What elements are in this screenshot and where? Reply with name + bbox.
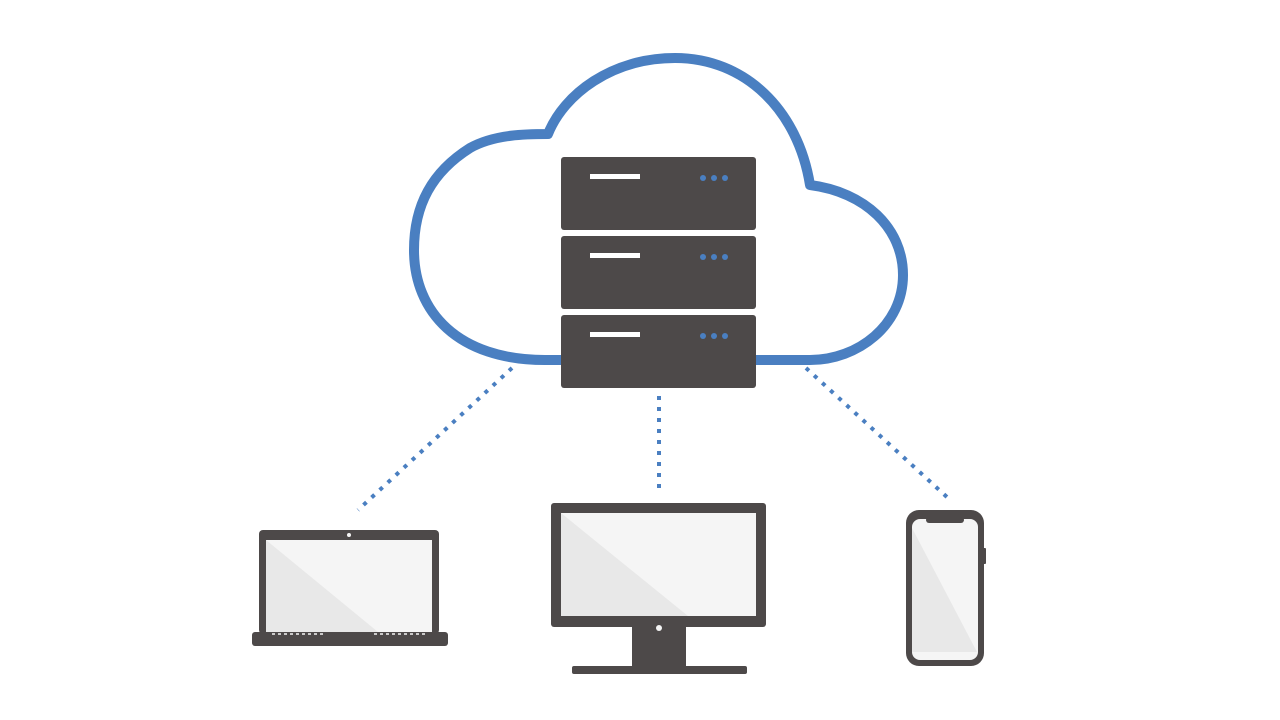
server-unit-2 (561, 236, 756, 309)
laptop-icon (252, 530, 448, 646)
server-rack-icon (561, 157, 756, 388)
connector-phone (804, 366, 950, 500)
connector-laptop (356, 366, 514, 512)
desktop-monitor-icon (551, 503, 766, 674)
connector-lines (356, 366, 950, 512)
server-unit-1 (561, 157, 756, 230)
smartphone-icon (906, 510, 986, 666)
server-unit-3 (561, 315, 756, 388)
